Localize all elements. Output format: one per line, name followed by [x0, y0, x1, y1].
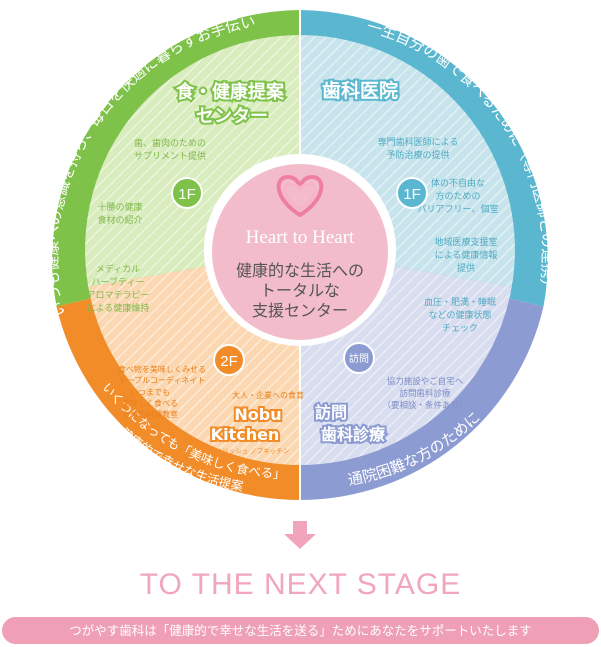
dental-clinic-title: 歯科医院: [322, 79, 398, 102]
dental-clinic-item: 予防治療の提供: [386, 149, 449, 161]
section-kitchen: Nobu Kitchen スタイリッシュ ノブキッチン 食べ物を美味しくみせるテ…: [118, 364, 304, 455]
home-visit-item: 協力施設やご自宅へ: [387, 376, 464, 387]
center-text-line: 支援センター: [252, 301, 348, 320]
food-center-title-1: 食・健康提案: [175, 81, 285, 103]
center-circle: [212, 164, 388, 340]
food-center-title-2: センター: [196, 106, 268, 127]
dental-clinic-item: 地域医療支援室: [434, 236, 497, 248]
floor-badge-kitchen: 2F: [213, 344, 245, 376]
kitchen-item: 食べ物を美味しくみせる: [118, 364, 206, 374]
heart-logo-icon: [276, 174, 324, 218]
dental-clinic-item: 提供: [457, 262, 475, 274]
home-visit-item: （要相談・条件あり）: [382, 400, 467, 411]
food-center-item: ハーブティー: [92, 276, 145, 288]
food-center-item: アロマテラピー: [86, 290, 149, 301]
dental-clinic-items: 専門歯科医師による予防治療の提供体の不自由な方のためのバリアフリー、個室地域医療…: [378, 136, 499, 334]
food-center-item: 歯、歯肉のための: [134, 137, 206, 149]
dental-clinic-item: 方のための: [435, 190, 480, 202]
dental-clinic-item: 体の不自由な: [431, 177, 485, 189]
kitchen-title-2: Kitchen: [211, 425, 280, 444]
svg-text:2F: 2F: [220, 353, 238, 370]
floor-badge-food: 1F: [171, 177, 203, 209]
kitchen-item: ための料理教室: [122, 409, 178, 419]
dental-clinic-item: チェック: [442, 323, 478, 334]
home-visit-title-2: 歯科診療: [321, 425, 386, 444]
home-visit-title-1: 訪問: [315, 403, 347, 422]
kitchen-items: 食べ物を美味しくみせるテーブルコーディネイトいつまでも美味しく食べるための料理教…: [118, 364, 304, 419]
floor-badge-dental: 1F: [396, 177, 428, 209]
section-food-center: 食・健康提案 センター 歯、歯肉のためのサプリメント提供十勝の健康食材の紹介メデ…: [86, 79, 287, 314]
center-text-line: 健康的な生活への: [236, 261, 364, 280]
footer-title: TO THE NEXT STAGE: [139, 568, 462, 601]
circle-diagram: いつも健康への意識を持ち、毎日を快適に暮らすお手伝い 一生自分の歯で食べるために…: [52, 10, 548, 549]
dental-clinic-item: などの健康状態: [428, 309, 491, 321]
kitchen-item: 美味しく食べる: [122, 398, 178, 408]
dental-clinic-item: 専門歯科医師による: [378, 136, 459, 148]
center-text-line: トータルな: [260, 281, 340, 300]
kitchen-item: テーブルコーディネイト: [119, 375, 206, 385]
kitchen-title-1: Nobu: [234, 405, 281, 424]
food-center-item: メディカル: [96, 263, 140, 275]
home-visit-item: 訪問歯科診療: [399, 388, 451, 399]
svg-text:1F: 1F: [403, 186, 421, 203]
floor-badge-visit: 訪問: [343, 342, 375, 374]
food-center-item: サプリメント提供: [134, 150, 206, 162]
kitchen-item: いつまでも: [130, 388, 170, 397]
kitchen-item: 大人・企業への食育: [232, 390, 304, 400]
kitchen-subtitle: スタイリッシュ ノブキッチン: [203, 446, 290, 455]
food-center-items: 歯、歯肉のためのサプリメント提供十勝の健康食材の紹介メディカルハーブティーアロマ…: [86, 137, 206, 314]
svg-text:1F: 1F: [178, 186, 196, 203]
down-arrow-icon: [284, 521, 316, 549]
dental-clinic-item: 血圧・肥満・睡眠: [424, 296, 496, 308]
center-brand: Heart to Heart: [246, 227, 355, 248]
svg-text:訪問: 訪問: [349, 352, 369, 365]
food-center-item: 食材の紹介: [97, 214, 142, 226]
dental-clinic-item: バリアフリー、個室: [418, 203, 499, 215]
food-center-item: による健康維持: [87, 302, 150, 314]
section-dental-clinic: 歯科医院 専門歯科医師による予防治療の提供体の不自由な方のためのバリアフリー、個…: [320, 77, 499, 334]
dental-clinic-item: による健康情報: [435, 249, 498, 261]
footer-message-bar: つがやす歯科は「健康的で幸せな生活を送る」ためにあなたをサポートいたします: [2, 617, 599, 644]
food-center-item: 十勝の健康: [97, 201, 142, 213]
